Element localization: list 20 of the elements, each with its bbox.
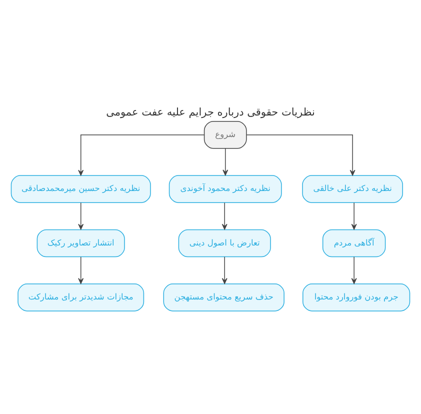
arrow	[351, 202, 357, 230]
arrow	[222, 202, 228, 230]
arrow	[78, 256, 84, 284]
node-box: نظریه دکتر حسین میرمحمدصادقی	[10, 174, 151, 202]
arrow	[78, 202, 84, 230]
node-box: مجازات شدیدتر برای مشارکت	[18, 283, 144, 311]
node-box: حذف سریع محتوای مستهجن	[163, 283, 284, 311]
node-box: شروع	[204, 120, 247, 148]
node-box: انتشار تصاویر رکیک	[36, 228, 125, 257]
arrow	[222, 256, 228, 284]
arrow	[351, 256, 357, 284]
node-box: جرم بودن فوروارد محتوا	[302, 283, 410, 311]
node-box: آگاهی مردم	[322, 228, 386, 257]
node-box: نظریه دکتر محمود آخوندی	[168, 174, 282, 202]
node-box: نظریه دکتر علی خالقی	[302, 174, 403, 202]
arrow	[222, 148, 228, 176]
node-box: تعارض با اصول دینی	[178, 228, 271, 257]
arrow	[78, 134, 204, 176]
arrow	[246, 134, 356, 176]
diagram-title: نظریات حقوقی درباره جرایم علیه عفت عمومی	[106, 106, 315, 118]
